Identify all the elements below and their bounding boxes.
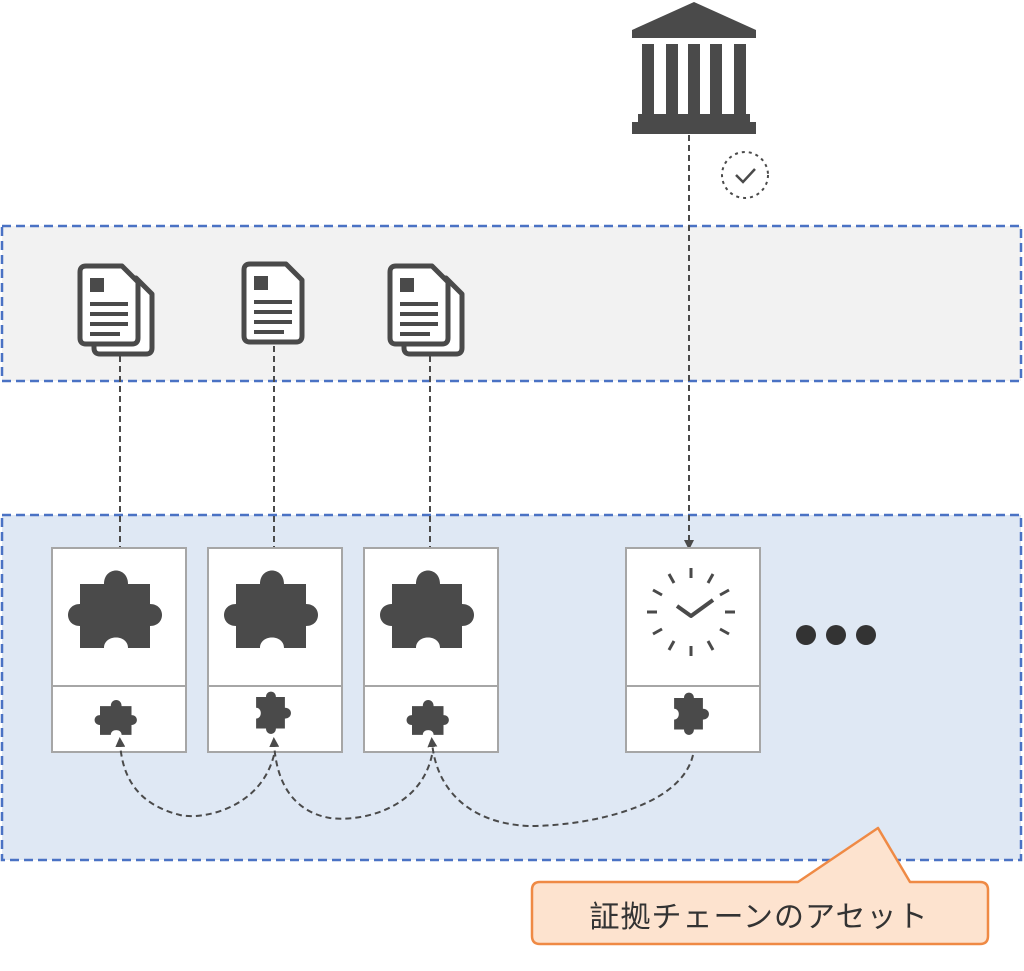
puzzle-block-1: [51, 547, 187, 753]
puzzle-block-2: [207, 547, 343, 753]
chain-link-2-3: [269, 737, 433, 820]
evidence-chain-asset-callout: 証拠チェーンのアセット: [589, 900, 929, 935]
timestamp-block: [625, 547, 761, 753]
timestamp-clock-icon: [721, 151, 769, 199]
callout-shape: [530, 826, 990, 946]
documents-band: [0, 224, 1023, 383]
puzzle-block-3: [363, 547, 499, 753]
continuation-ellipsis-icon: [796, 625, 876, 645]
document-icon-2: [244, 264, 302, 342]
chain-link-1-2: [115, 737, 275, 818]
institution-icon: [632, 2, 756, 134]
clock-icon: [647, 568, 735, 656]
